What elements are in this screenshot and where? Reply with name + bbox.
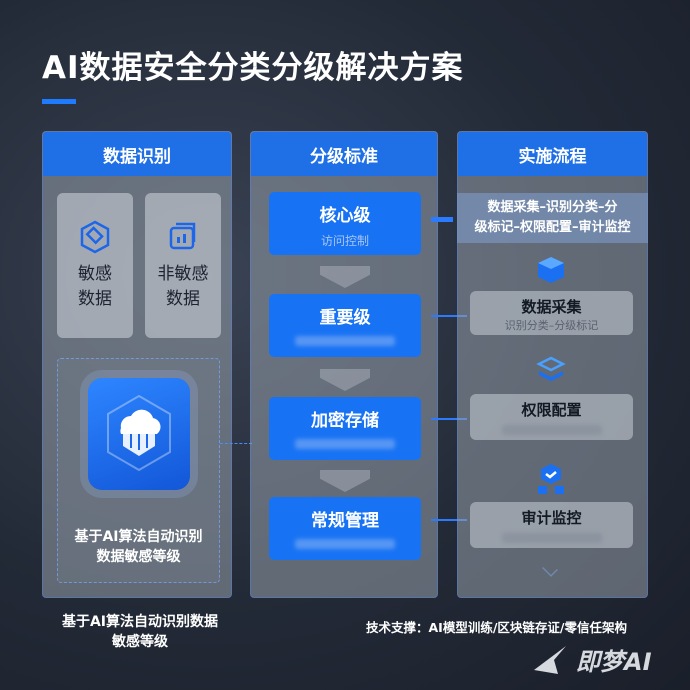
title-underline xyxy=(42,99,76,104)
chart-document-icon xyxy=(169,222,196,249)
layers-icon xyxy=(536,356,566,381)
bottom-caption: 基于AI算法自动识别数据 敏感等级 xyxy=(40,612,240,652)
step-title: 权限配置 xyxy=(521,401,582,419)
column-header: 数据识别 xyxy=(43,132,231,176)
step-permission-config: 权限配置 xyxy=(470,394,633,440)
non-sensitive-data-card: 非敏感 数据 xyxy=(145,193,221,338)
flow-summary: 数据采集–识别分类–分 级标记–权限配置–审计监控 xyxy=(457,193,648,243)
step-title: 审计监控 xyxy=(521,509,582,527)
sensitive-data-icon xyxy=(80,220,110,253)
blurred-subtitle xyxy=(295,439,395,449)
level-title: 加密存储 xyxy=(311,411,379,431)
card-label: 非敏感 xyxy=(157,263,209,284)
watermark-logo: 即梦AI xyxy=(532,642,652,677)
cloud-shield-icon xyxy=(88,378,190,490)
caption-line: 基于AI算法自动识别 xyxy=(74,529,203,545)
ai-box-caption: 基于AI算法自动识别 数据敏感等级 xyxy=(57,527,220,567)
flow-line: 级标记–权限配置–审计监控 xyxy=(474,220,631,235)
level-important: 重要级 xyxy=(269,294,421,357)
arrow-connector xyxy=(431,315,467,317)
column-header: 分级标准 xyxy=(251,132,437,176)
arrow-connector xyxy=(431,418,467,420)
level-regular-management: 常规管理 xyxy=(269,497,421,560)
level-core: 核心级 访问控制 xyxy=(269,192,421,255)
blurred-subtitle xyxy=(295,336,395,346)
column-header: 实施流程 xyxy=(458,132,647,176)
blurred-subtitle xyxy=(501,533,602,543)
card-label: 数据 xyxy=(78,288,112,309)
level-title: 常规管理 xyxy=(311,511,379,531)
connector-line xyxy=(220,443,252,444)
flow-line: 数据采集–识别分类–分 xyxy=(487,200,618,215)
step-data-collection: 数据采集 识别分类–分级标记 xyxy=(470,291,633,335)
caption-line: 数据敏感等级 xyxy=(96,549,181,565)
step-audit-monitoring: 审计监控 xyxy=(470,502,633,548)
card-label: 敏感 xyxy=(78,263,112,284)
step-title: 数据采集 xyxy=(521,298,582,316)
card-label: 数据 xyxy=(166,288,200,309)
shield-check-icon xyxy=(538,464,564,494)
caption-line: 敏感等级 xyxy=(112,634,168,650)
page-title: AI数据安全分类分级解决方案 xyxy=(42,50,464,86)
tech-support-text: 技术支撑：AI模型训练/区块链存证/零信任架构 xyxy=(366,620,627,635)
watermark-text: 即梦AI xyxy=(576,648,652,676)
caption-line: 基于AI算法自动识别数据 xyxy=(61,614,219,630)
level-encrypted-storage: 加密存储 xyxy=(269,397,421,460)
blurred-subtitle xyxy=(295,539,395,549)
blurred-subtitle xyxy=(501,425,602,435)
step-subtitle: 识别分类–分级标记 xyxy=(504,319,599,332)
level-title: 核心级 xyxy=(319,206,371,226)
arrow-right-icon xyxy=(431,217,453,222)
level-subtitle: 访问控制 xyxy=(320,234,369,248)
cube-icon xyxy=(538,257,564,283)
arrow-connector xyxy=(431,519,467,521)
level-title: 重要级 xyxy=(319,308,371,328)
logo-icon xyxy=(534,645,566,674)
sensitive-data-card: 敏感 数据 xyxy=(57,193,133,338)
